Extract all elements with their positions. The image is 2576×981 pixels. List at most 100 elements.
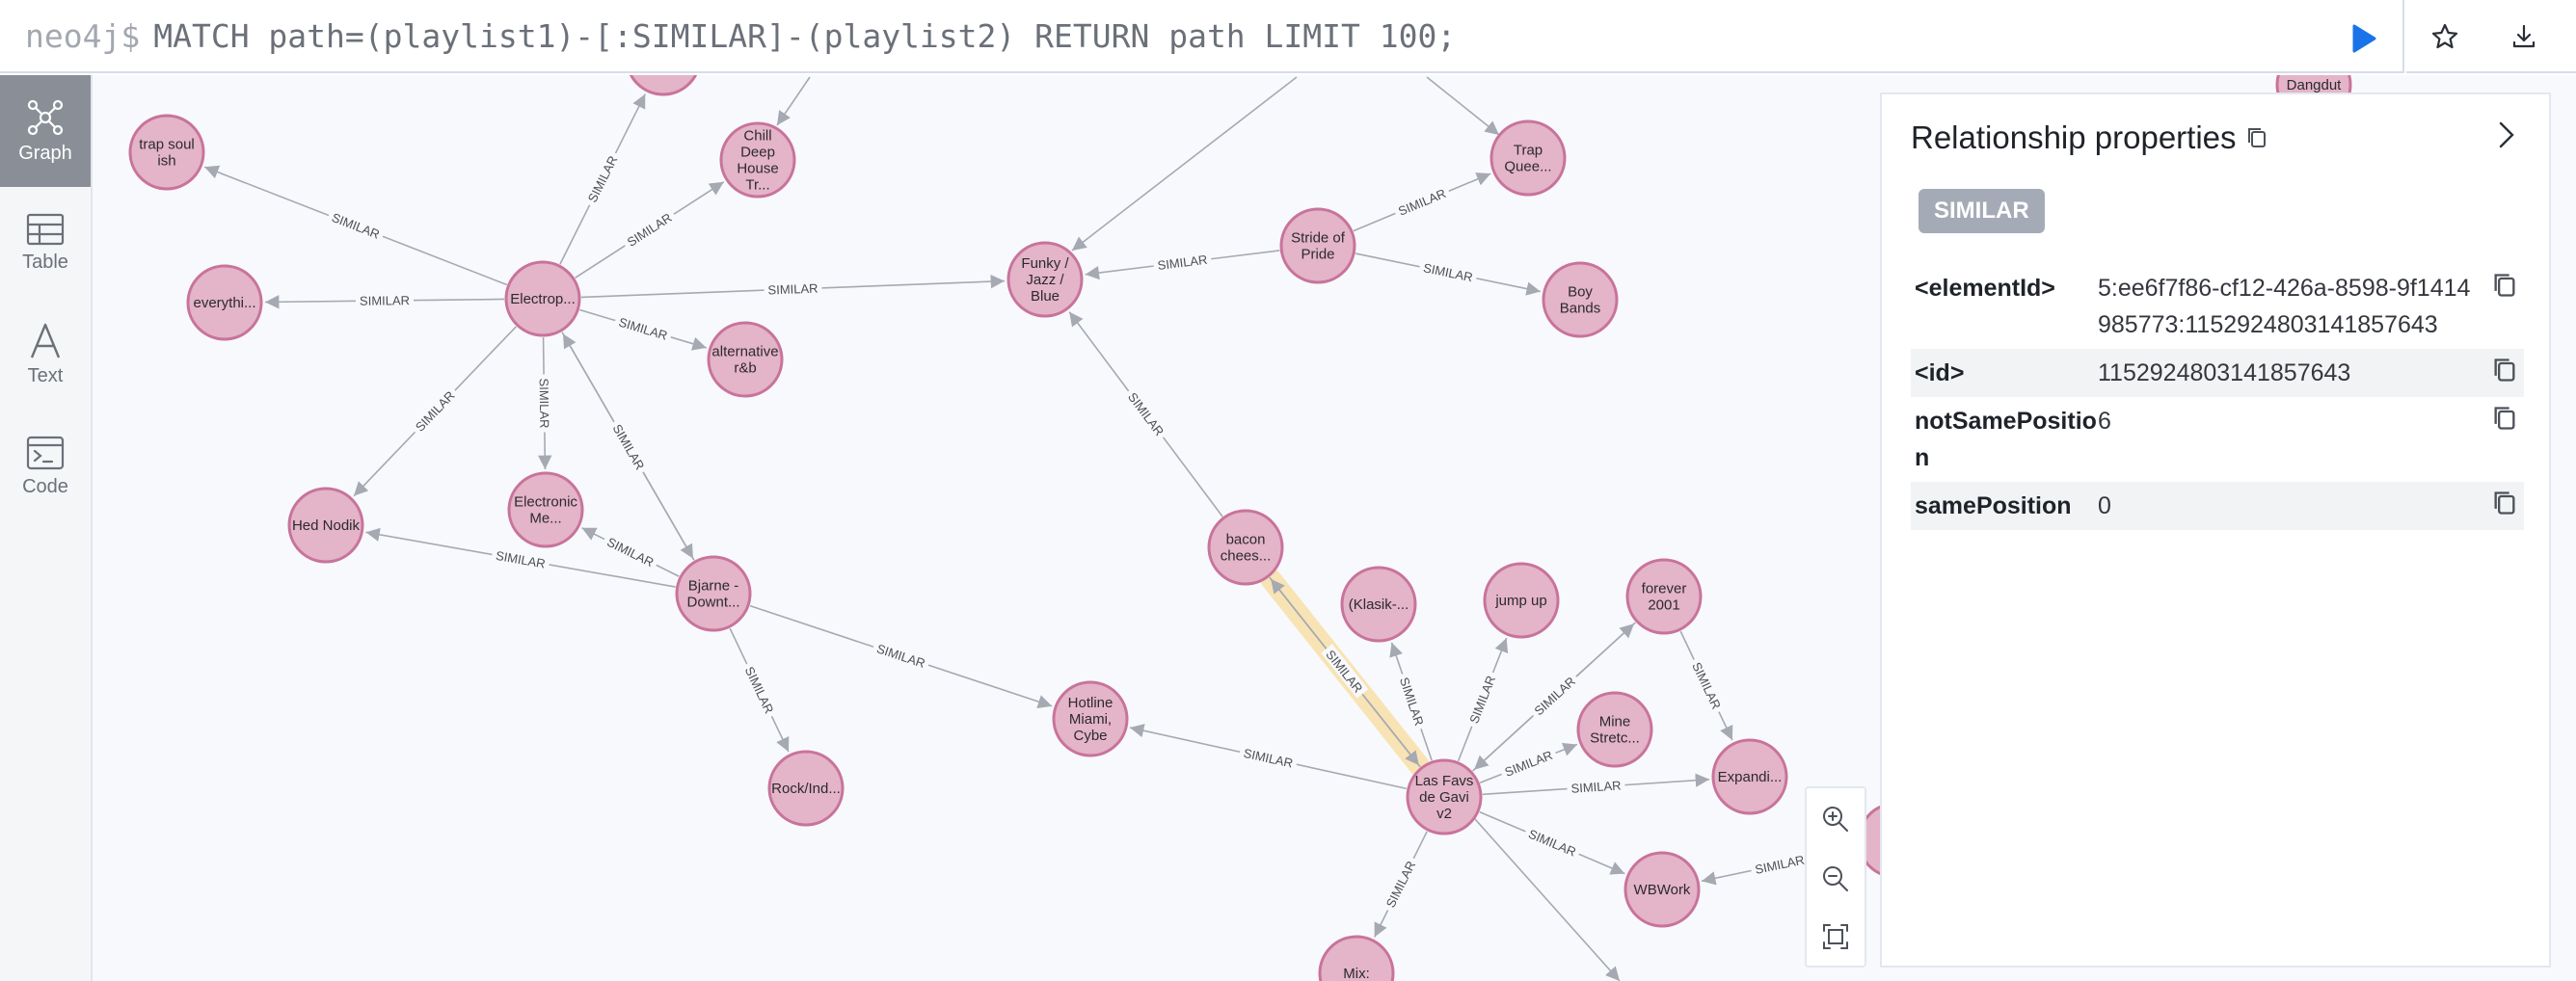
node-circle[interactable] — [1318, 935, 1395, 981]
node-circle[interactable] — [1489, 119, 1567, 197]
download-button[interactable] — [2503, 15, 2545, 58]
node-rockind[interactable]: Rock/Ind... — [767, 750, 845, 827]
relationship-bacon-funky[interactable]: SIMILAR — [1068, 311, 1223, 517]
query-input[interactable]: MATCH path=(playlist1)-[:SIMILAR]-(playl… — [153, 16, 1457, 55]
relationship-label-bg — [1687, 656, 1727, 715]
node-circle[interactable] — [627, 75, 700, 96]
node-circle[interactable] — [128, 114, 205, 191]
relationship-lasfavs-mix[interactable]: SIMILAR — [1373, 831, 1428, 938]
relationship-lasfavs-jumpup[interactable]: SIMILAR — [1457, 637, 1509, 762]
node-circle[interactable] — [1207, 509, 1284, 586]
zoom-out-button[interactable] — [1807, 850, 1865, 908]
copy-icon[interactable] — [2491, 490, 2518, 517]
node-klasik[interactable]: (Klasik-... — [1340, 566, 1417, 643]
node-mine[interactable]: MineStretc... — [1576, 691, 1653, 768]
relationship-electro-hednodik[interactable]: SIMILAR — [353, 326, 517, 497]
relationship-line-offscreen[interactable] — [1426, 76, 1500, 136]
copy-icon[interactable] — [2491, 405, 2518, 432]
tab-code[interactable]: Code — [0, 411, 91, 522]
node-bacon[interactable]: baconchees... — [1207, 509, 1284, 586]
node-circle[interactable] — [1711, 738, 1788, 815]
node-circle[interactable] — [1279, 207, 1356, 284]
node-circle[interactable] — [507, 471, 584, 548]
relationship-bjarne-electro[interactable]: SIMILAR — [562, 332, 695, 561]
node-electro[interactable]: Electrop... — [504, 260, 581, 337]
relationship-stride-funky[interactable]: SIMILAR — [1085, 250, 1280, 280]
copy-icon[interactable] — [2491, 272, 2518, 299]
copy-icon[interactable] — [2491, 357, 2518, 384]
query-editor[interactable]: neo4j$ MATCH path=(playlist1)-[:SIMILAR]… — [0, 0, 2404, 73]
node-electronicme[interactable]: ElectronicMe... — [507, 471, 584, 548]
node-circle[interactable] — [1576, 691, 1653, 768]
tab-table[interactable]: Table — [0, 187, 91, 299]
copy-icon[interactable] — [2246, 126, 2267, 149]
node-circle[interactable] — [1406, 758, 1483, 835]
node-circle[interactable] — [719, 121, 796, 199]
node-funky[interactable]: Funky /Jazz /Blue — [1006, 241, 1084, 318]
relationship-label: SIMILAR — [413, 388, 458, 435]
graph-visualization[interactable]: SIMILARSIMILARSIMILARSIMILARSIMILARSIMIL… — [93, 75, 2576, 981]
relationship-electro-everything[interactable]: SIMILAR — [264, 292, 505, 309]
relationship-bjarne-hotline[interactable]: SIMILAR — [749, 604, 1053, 709]
graph-icon — [27, 99, 64, 135]
node-wbwork[interactable]: WBWork — [1623, 851, 1701, 928]
node-circle[interactable] — [767, 750, 845, 827]
relationship-electro-funky[interactable]: SIMILAR — [580, 274, 1006, 299]
node-circle[interactable] — [1483, 562, 1560, 639]
node-label: Bjarne - — [688, 578, 739, 595]
node-mix[interactable]: Mix: — [1318, 935, 1395, 981]
relationship-bjarne-hednodik[interactable]: SIMILAR — [365, 527, 676, 588]
relationship-line-offscreen[interactable] — [1474, 818, 1621, 981]
relationship-label: SIMILAR — [1422, 260, 1474, 284]
fit-to-screen-button[interactable] — [1807, 908, 1865, 966]
node-circle[interactable] — [1542, 261, 1619, 338]
relationship-stride-trapqueen[interactable]: SIMILAR — [1353, 172, 1491, 232]
node-everything[interactable]: everythi... — [186, 264, 263, 341]
run-query-button[interactable] — [2343, 19, 2385, 58]
relationship-bjarne-rockind[interactable]: SIMILAR — [729, 627, 790, 753]
node-circle[interactable] — [504, 260, 581, 337]
relationship-ish-wbwork[interactable]: SIMILAR — [1701, 847, 1859, 886]
relationship-lasfavs-expandi[interactable]: SIMILAR — [1482, 773, 1710, 796]
zoom-in-button[interactable] — [1807, 790, 1865, 848]
relationship-line-offscreen[interactable] — [776, 76, 811, 126]
node-circle[interactable] — [287, 487, 364, 564]
relationship-stride-boyband[interactable]: SIMILAR — [1355, 252, 1542, 296]
node-circle[interactable] — [1006, 241, 1084, 318]
relationship-lasfavs-wbwork[interactable]: SIMILAR — [1479, 810, 1625, 875]
node-hednodik[interactable]: Hed Nodik — [287, 487, 364, 564]
close-panel-button[interactable] — [2485, 114, 2528, 156]
favorite-button[interactable] — [2424, 15, 2466, 58]
node-circle[interactable] — [1340, 566, 1417, 643]
relationship-bjarne-electronicme[interactable]: SIMILAR — [581, 527, 680, 577]
relationship-line-offscreen[interactable] — [1071, 76, 1298, 252]
relationship-forever-expandi[interactable]: SIMILAR — [1679, 630, 1733, 741]
node-expandi[interactable]: Expandi... — [1711, 738, 1788, 815]
node-label: (Klasik-... — [1349, 597, 1409, 613]
node-trapqueen[interactable]: TrapQuee... — [1489, 119, 1567, 197]
node-circle[interactable] — [1052, 680, 1129, 757]
node-offtop[interactable] — [627, 75, 700, 96]
node-circle[interactable] — [1623, 851, 1701, 928]
relationship-lasfavs-hotline[interactable]: SIMILAR — [1129, 724, 1408, 790]
relationship-electro-altrnb[interactable]: SIMILAR — [579, 308, 708, 351]
node-jumpup[interactable]: jump up — [1483, 562, 1560, 639]
node-circle[interactable] — [1625, 558, 1703, 635]
relationship-electro-trap[interactable]: SIMILAR — [203, 165, 508, 286]
node-circle[interactable] — [675, 555, 752, 632]
tab-text[interactable]: Text — [0, 299, 91, 411]
node-bjarne[interactable]: Bjarne -Downt... — [675, 555, 752, 632]
relationship-type-badge[interactable]: SIMILAR — [1919, 189, 2045, 233]
node-circle[interactable] — [186, 264, 263, 341]
relationship-electro-electronicme[interactable]: SIMILAR — [537, 336, 552, 470]
node-circle[interactable] — [707, 321, 784, 398]
node-chill[interactable]: ChillDeepHouseTr... — [719, 121, 796, 199]
tab-graph[interactable]: Graph — [0, 75, 91, 187]
